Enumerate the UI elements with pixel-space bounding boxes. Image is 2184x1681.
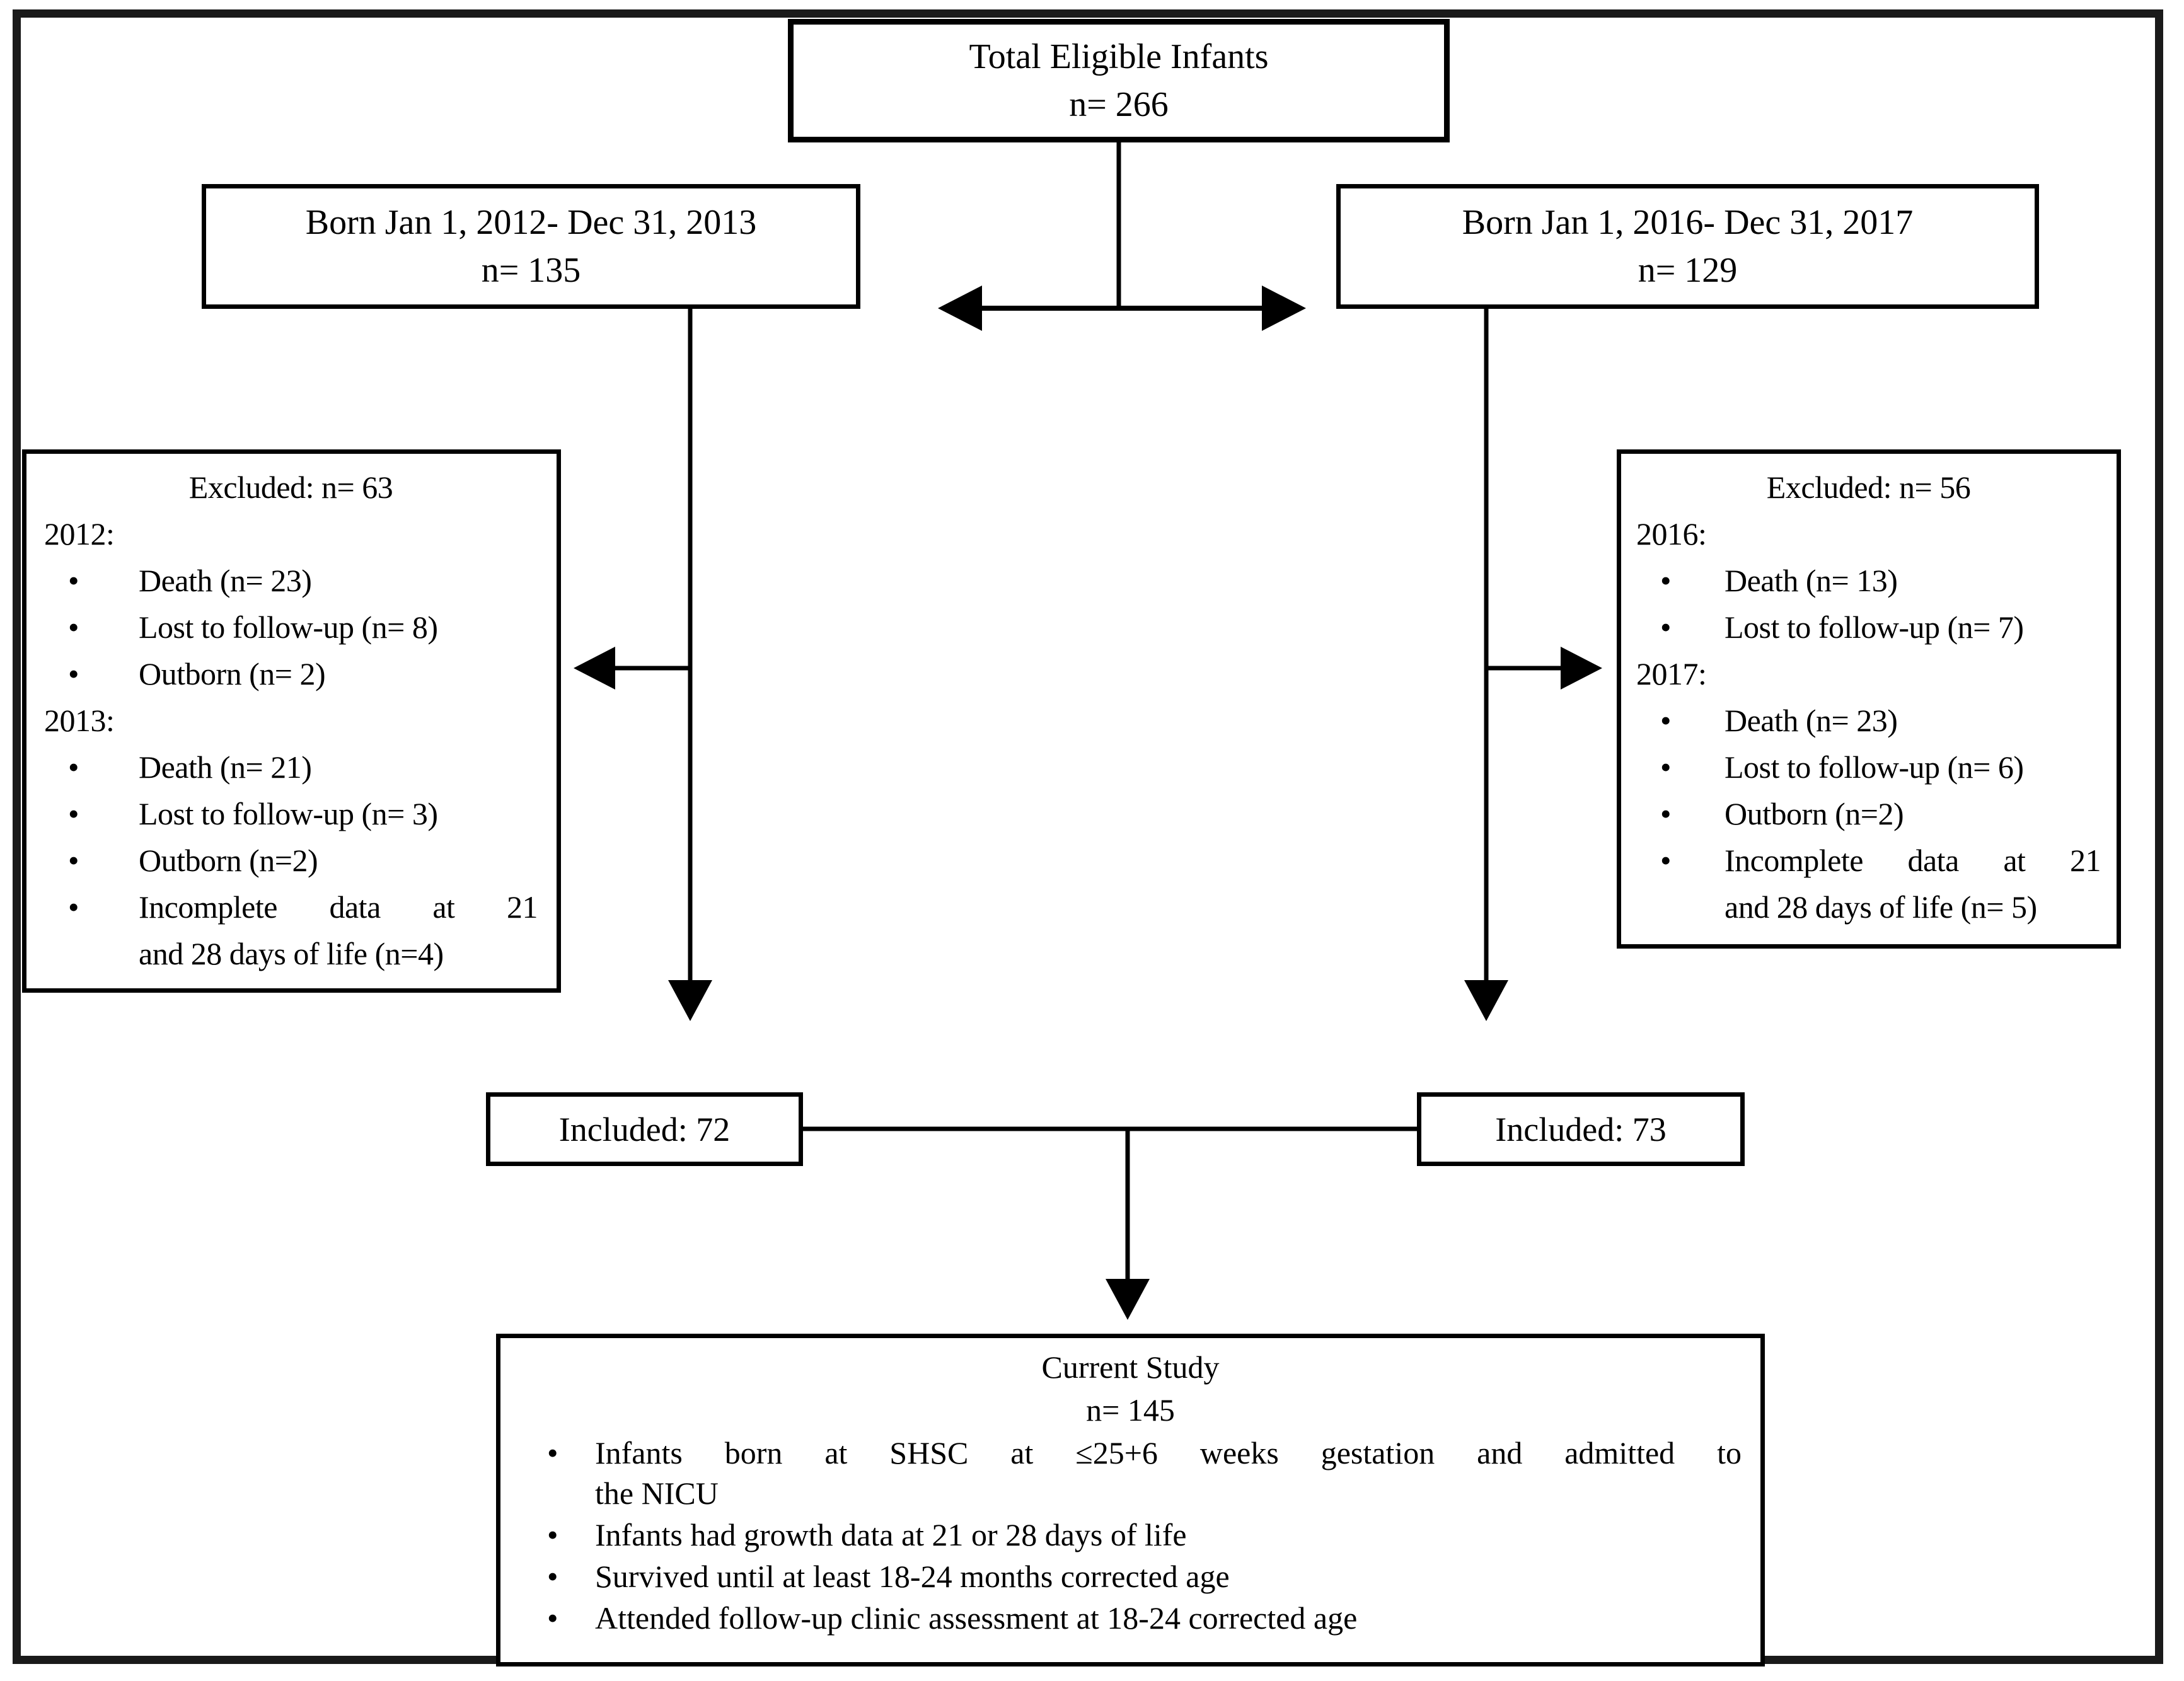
bullet-icon: •	[1660, 563, 1672, 598]
excluded-2012-2013-box: Excluded: n= 63 2012: • Death (n= 23) • …	[22, 449, 561, 993]
list-item: • Survived until at least 18-24 months c…	[519, 1556, 1742, 1597]
list-item: • Incomplete data at 21 and 28 days of l…	[1636, 837, 2101, 930]
list-item: • Outborn (n= 2)	[44, 650, 538, 697]
bullet-icon: •	[68, 609, 79, 645]
current-study-count: n= 145	[1086, 1392, 1175, 1428]
year-heading: 2013:	[44, 703, 115, 738]
list-item: • Death (n= 23)	[1636, 697, 2101, 744]
total-eligible-count: n= 266	[1069, 85, 1169, 124]
included-72-label: Included: 72	[558, 1110, 731, 1148]
list-item: • Lost to follow-up (n= 6)	[1636, 744, 2101, 790]
list-item: • Death (n= 13)	[1636, 557, 2101, 604]
list-item: • Infants born at SHSC at ≤25+6 weeks ge…	[519, 1433, 1742, 1513]
list-item: • Death (n= 23)	[44, 557, 538, 604]
list-item: • Infants had growth data at 21 or 28 da…	[519, 1515, 1742, 1555]
current-study-title: Current Study	[1041, 1349, 1220, 1385]
list-item: • Outborn (n=2)	[1636, 790, 2101, 837]
included-72-box: Included: 72	[486, 1092, 803, 1166]
bullet-icon: •	[1660, 796, 1672, 831]
bullet-icon: •	[68, 563, 79, 598]
bullet-icon: •	[1660, 843, 1672, 878]
cohort-2016-2017-box: Born Jan 1, 2016- Dec 31, 2017 n= 129	[1336, 184, 2039, 309]
bullet-icon: •	[68, 796, 79, 831]
cohort-2016-2017-count: n= 129	[1638, 251, 1738, 290]
list-item: • Attended follow-up clinic assessment a…	[519, 1598, 1742, 1638]
year-heading: 2012:	[44, 516, 115, 552]
total-eligible-box: Total Eligible Infants n= 266	[788, 19, 1450, 142]
list-item: • Lost to follow-up (n= 7)	[1636, 604, 2101, 650]
bullet-icon: •	[547, 1517, 558, 1552]
cohort-2012-2013-count: n= 135	[481, 251, 581, 290]
list-item: • Incomplete data at 21 and 28 days of l…	[44, 884, 538, 977]
bullet-icon: •	[547, 1600, 558, 1636]
bullet-icon: •	[68, 749, 79, 785]
list-item: • Lost to follow-up (n= 3)	[44, 790, 538, 837]
bullet-icon: •	[547, 1559, 558, 1594]
list-item: • Lost to follow-up (n= 8)	[44, 604, 538, 650]
bullet-icon: •	[1660, 749, 1672, 785]
list-item: • Death (n= 21)	[44, 744, 538, 790]
bullet-icon: •	[1660, 703, 1672, 738]
bullet-icon: •	[547, 1435, 558, 1470]
year-heading: 2016:	[1636, 516, 1707, 552]
included-73-box: Included: 73	[1417, 1092, 1745, 1166]
year-heading: 2017:	[1636, 656, 1707, 691]
list-item: • Outborn (n=2)	[44, 837, 538, 884]
excluded-b-title: Excluded: n= 56	[1766, 470, 1971, 505]
bullet-icon: •	[68, 843, 79, 878]
bullet-icon: •	[1660, 609, 1672, 645]
cohort-2012-2013-box: Born Jan 1, 2012- Dec 31, 2013 n= 135	[202, 184, 860, 309]
cohort-2016-2017-label: Born Jan 1, 2016- Dec 31, 2017	[1462, 203, 1914, 242]
included-73-label: Included: 73	[1495, 1110, 1667, 1148]
cohort-2012-2013-label: Born Jan 1, 2012- Dec 31, 2013	[305, 203, 757, 242]
excluded-2016-2017-box: Excluded: n= 56 2016: • Death (n= 13) • …	[1617, 449, 2121, 949]
bullet-icon: •	[68, 656, 79, 691]
current-study-box: Current Study n= 145 • Infants born at S…	[496, 1334, 1765, 1667]
bullet-icon: •	[68, 889, 79, 925]
total-eligible-label: Total Eligible Infants	[969, 37, 1269, 76]
excluded-a-title: Excluded: n= 63	[188, 470, 393, 505]
